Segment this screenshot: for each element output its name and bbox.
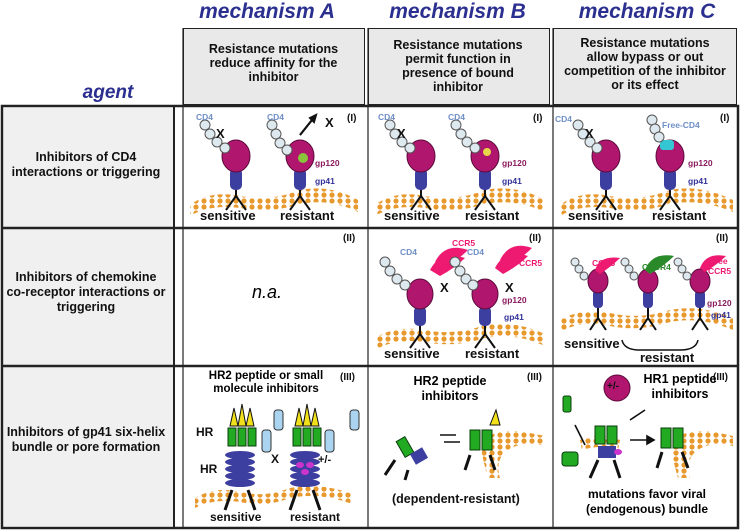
gp41-label-1b: gp41 bbox=[502, 176, 522, 186]
plus-minus-3c: +/- bbox=[607, 381, 619, 392]
x-mark-1c: X bbox=[585, 126, 594, 141]
mechanism-c-title: mechanism C bbox=[578, 0, 716, 23]
x-mark-3a: X bbox=[271, 452, 280, 466]
resistant-label-2b: resistant bbox=[465, 346, 520, 361]
row2-mech-a-numeral: (II) bbox=[343, 233, 356, 244]
resistant-label-3a: resistant bbox=[290, 510, 341, 524]
cd4-label-2b-res: CD4 bbox=[467, 247, 485, 257]
cd4-label-2b: CD4 bbox=[400, 247, 418, 257]
cd4-label-1b: CD4 bbox=[378, 112, 396, 122]
x-mark-1a-res: X bbox=[325, 115, 334, 130]
row3-mech-a-title: HR2 peptide or small molecule inhibitors bbox=[208, 370, 324, 395]
mechanism-a-description: Resistance mutations reduce affinity for… bbox=[208, 42, 339, 84]
row2-mech-b-numeral: (II) bbox=[529, 233, 542, 244]
row3-mech-c-note: mutations favor viral (endogenous) bundl… bbox=[586, 487, 708, 516]
not-applicable-text: n.a. bbox=[252, 282, 283, 302]
gp41-label-1c: gp41 bbox=[688, 176, 708, 186]
row-label-gp41: Inhibitors of gp41 six-helix bundle or p… bbox=[6, 425, 166, 454]
dependent-resistant-note: (dependent-resistant) bbox=[392, 492, 520, 506]
x-mark-1a: X bbox=[216, 126, 225, 141]
resistant-label-1c: resistant bbox=[652, 208, 707, 223]
sensitive-label-1b: sensitive bbox=[384, 208, 440, 223]
resistant-label-1a: resistant bbox=[280, 208, 335, 223]
cd4-label-1b-res: CD4 bbox=[448, 112, 466, 122]
row-label-chemokine: Inhibitors of chemokine co-receptor inte… bbox=[6, 270, 166, 314]
ccr5-label-2b: CCR5 bbox=[452, 238, 476, 248]
ccr5-label-2c-free: CCR5 bbox=[708, 266, 732, 276]
mechanism-a-header bbox=[183, 28, 365, 105]
mechanism-b-description: Resistance mutations permit function in … bbox=[393, 38, 523, 94]
row-label-cd4: Inhibitors of CD4 interactions or trigge… bbox=[11, 150, 161, 179]
row3-mech-a-numeral: (III) bbox=[340, 372, 355, 383]
x-mark-2b-res: X bbox=[505, 280, 514, 295]
gp120-label-2b: gp120 bbox=[502, 295, 527, 305]
cd4-label-1a-res: CD4 bbox=[267, 112, 285, 122]
sensitive-label-2c: sensitive bbox=[564, 336, 620, 351]
row3-mech-c-title: HR1 peptide inhibitors bbox=[643, 372, 717, 401]
gp41-label-2c: gp41 bbox=[711, 310, 731, 320]
free-label-2c: free bbox=[712, 256, 728, 266]
resistant-label-2c: resistant bbox=[640, 350, 695, 365]
cd4-label-1c: CD4 bbox=[555, 114, 573, 124]
gp120-label-1a: gp120 bbox=[315, 158, 340, 168]
gp120-label-1c: gp120 bbox=[688, 158, 713, 168]
agent-heading: agent bbox=[82, 82, 134, 103]
gp120-label-1b: gp120 bbox=[502, 158, 527, 168]
gp120-label-2c: gp120 bbox=[707, 298, 732, 308]
sensitive-label-1c: sensitive bbox=[568, 208, 624, 223]
cd4-label-1a: CD4 bbox=[196, 112, 214, 122]
x-mark-2b: X bbox=[440, 280, 449, 295]
mechanism-a-title: mechanism A bbox=[199, 0, 335, 23]
row1-mech-b-numeral: (I) bbox=[533, 113, 543, 124]
free-cd4-label-1c: Free-CD4 bbox=[662, 120, 700, 130]
mechanism-b-title: mechanism B bbox=[389, 0, 526, 23]
plus-minus-3a: +/- bbox=[318, 454, 332, 466]
hr-label-upper: HR bbox=[196, 425, 214, 439]
gp41-label-2b: gp41 bbox=[504, 312, 524, 322]
gp41-label-1a: gp41 bbox=[315, 176, 335, 186]
row1-mech-c-numeral: (I) bbox=[720, 113, 730, 124]
cxcr4-label-2c: CXCR4 bbox=[642, 262, 671, 272]
mechanism-c-description: Resistance mutations allow bypass or out… bbox=[564, 36, 726, 92]
ccr5-label-2b-res: CCR5 bbox=[519, 258, 543, 268]
row1-mech-a-numeral: (I) bbox=[347, 113, 357, 124]
sensitive-label-3a: sensitive bbox=[210, 510, 262, 524]
sensitive-label-1a: sensitive bbox=[200, 208, 256, 223]
sensitive-label-2b: sensitive bbox=[384, 346, 440, 361]
ccr5-label-2c: CCR5 bbox=[592, 258, 616, 268]
row3-mech-b-numeral: (III) bbox=[527, 372, 542, 383]
hr-label-lower: HR bbox=[200, 462, 218, 476]
row2-mech-c-numeral: (II) bbox=[716, 233, 729, 244]
x-mark-1b: X bbox=[397, 126, 406, 141]
resistant-label-1b: resistant bbox=[465, 208, 520, 223]
mechanism-c-header bbox=[553, 28, 737, 105]
row3-mech-b-title: HR2 peptide inhibitors bbox=[413, 374, 487, 403]
row3-mech-c-numeral: (III) bbox=[713, 372, 728, 383]
